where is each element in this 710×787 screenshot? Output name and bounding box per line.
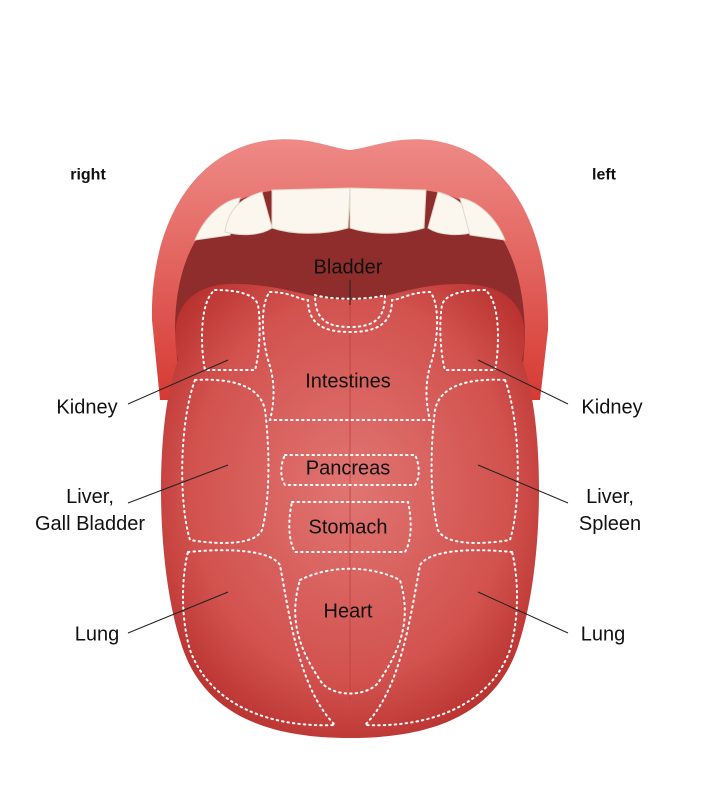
- zone-heart: [294, 567, 406, 695]
- leader-lines: [127, 280, 569, 634]
- zone-lung-left: [362, 549, 518, 727]
- zone-kidney-left: [439, 288, 499, 371]
- label-stomach: Stomach: [308, 516, 388, 539]
- zone-bladder: [313, 293, 387, 329]
- zone-lung-right: [182, 549, 338, 727]
- label-liver-spleen-line2: Spleen: [578, 513, 642, 535]
- zone-stomach: [288, 501, 412, 553]
- label-kidney-right: Kidney: [56, 396, 118, 419]
- orientation-left: left: [592, 166, 616, 184]
- zone-liver-right: [181, 378, 270, 544]
- zone-kidney-right: [201, 288, 261, 371]
- label-liver-gall-bladder: Liver, Gall Bladder: [35, 484, 145, 538]
- label-intestines: Intestines: [305, 370, 391, 393]
- label-heart: Heart: [323, 600, 373, 623]
- zone-liver-left: [430, 378, 519, 544]
- label-kidney-left: Kidney: [581, 396, 643, 419]
- label-lung-left: Lung: [580, 623, 626, 646]
- orientation-right: right: [70, 166, 106, 184]
- label-liver-spleen: Liver, Spleen: [579, 484, 641, 538]
- label-liver-gall-line1: Liver,: [66, 486, 114, 508]
- zone-outlines: [181, 288, 519, 727]
- tongue: [160, 283, 540, 738]
- label-liver-gall-line2: Gall Bladder: [34, 513, 146, 535]
- zone-pancreas: [280, 454, 420, 486]
- label-liver-spleen-line1: Liver,: [586, 486, 634, 508]
- zone-intestines: [261, 290, 439, 421]
- label-pancreas: Pancreas: [305, 457, 391, 480]
- label-bladder: Bladder: [313, 256, 383, 279]
- teeth: [194, 187, 506, 241]
- label-lung-right: Lung: [74, 623, 120, 646]
